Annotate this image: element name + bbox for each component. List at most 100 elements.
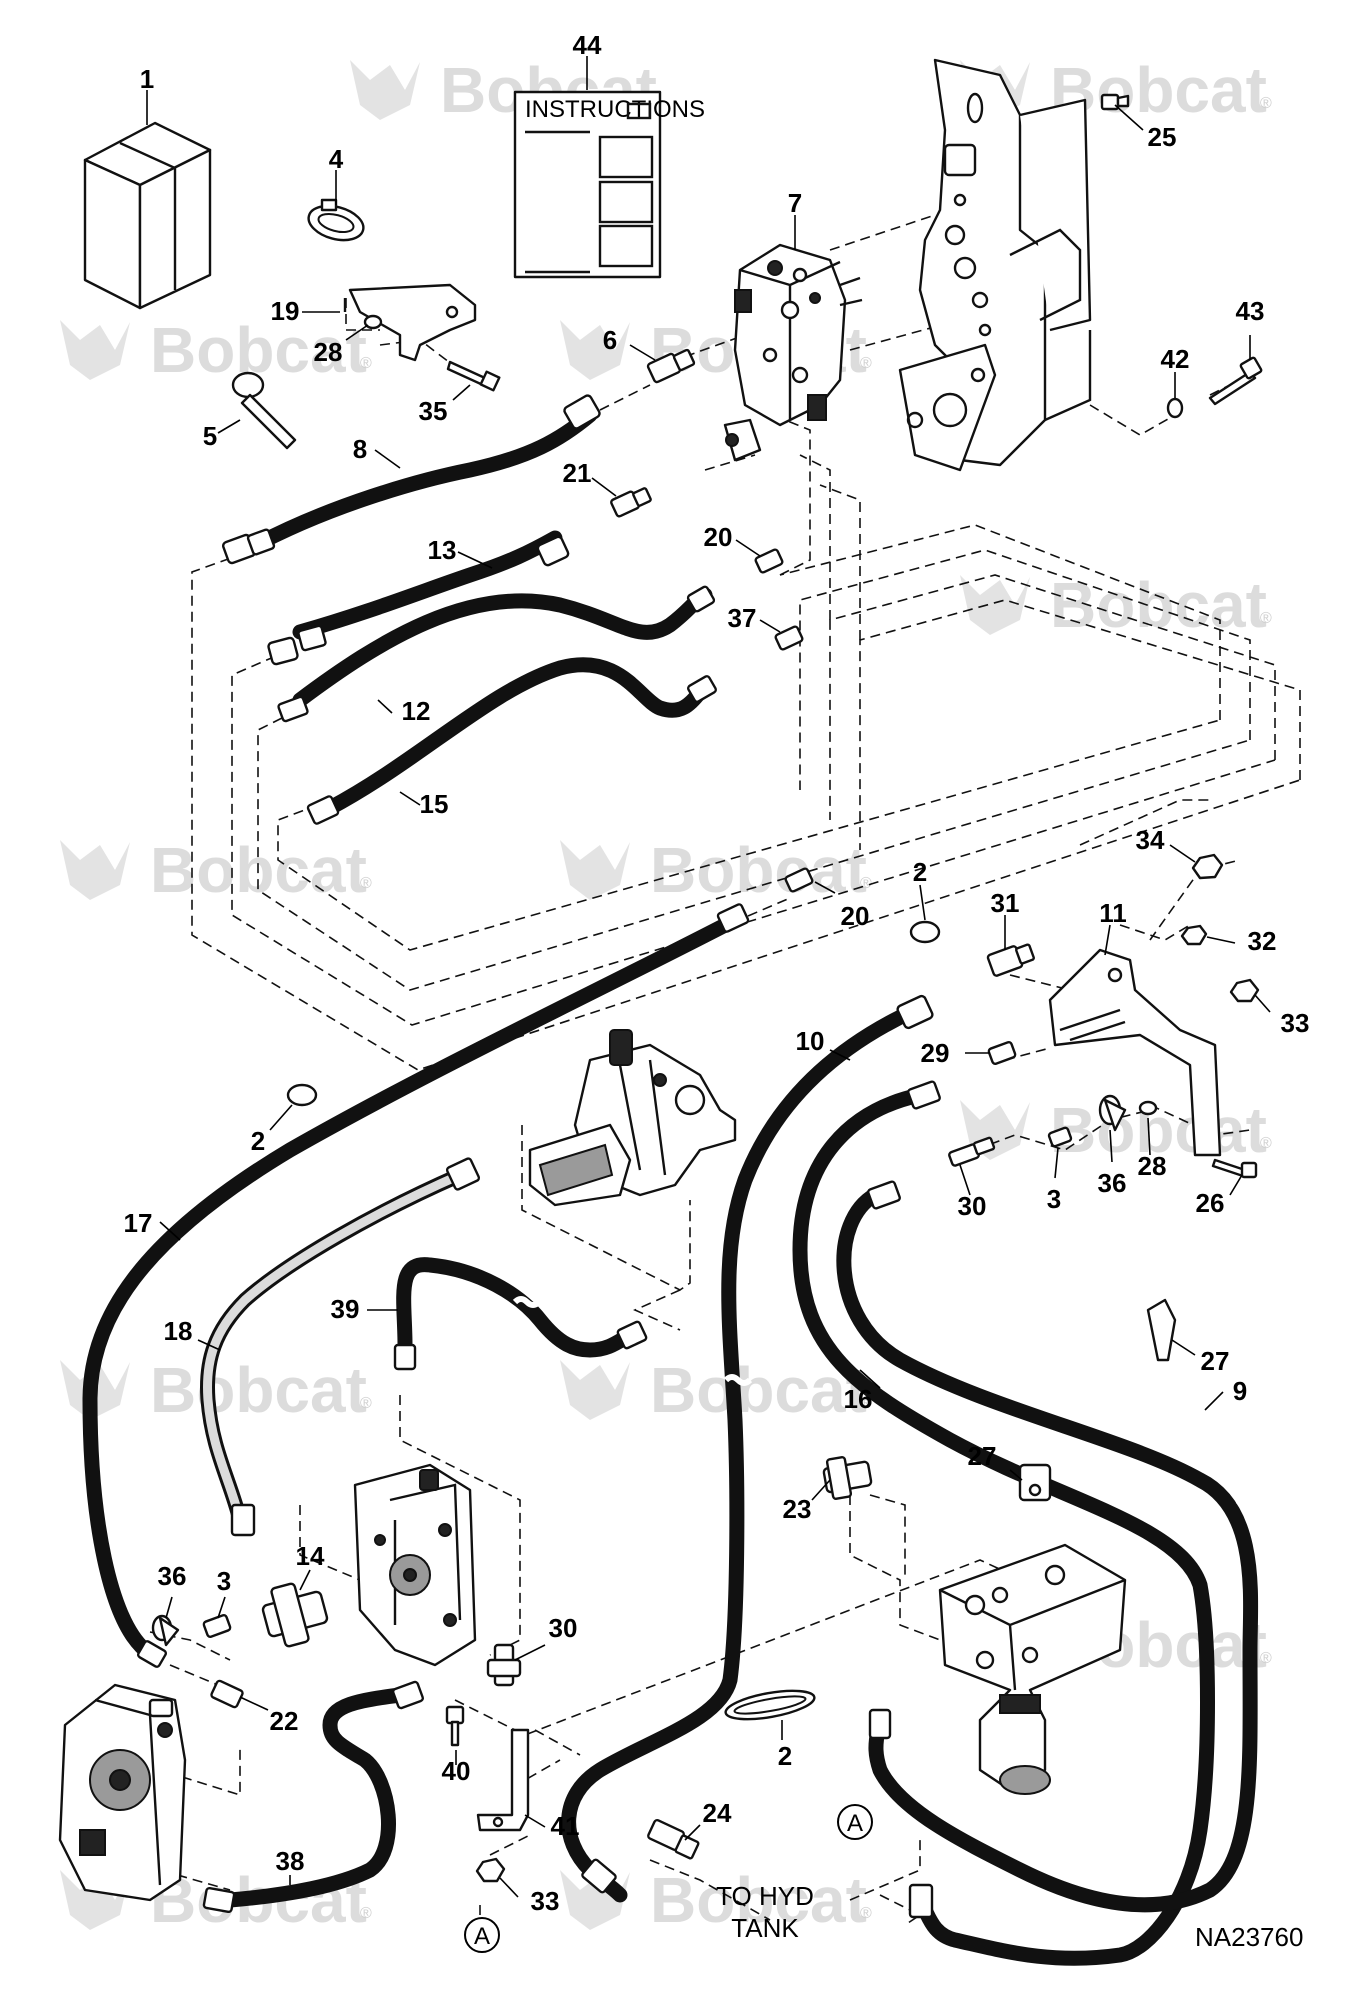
instructions-sheet: INSTRUCTIONS bbox=[513, 90, 705, 279]
clamp-27-upper bbox=[1146, 1298, 1177, 1362]
bobcat-logo-icon bbox=[560, 840, 630, 900]
steel-tube-18 bbox=[200, 1157, 481, 1537]
callout-label: 31 bbox=[991, 888, 1020, 918]
watermark-registered-mark: ® bbox=[360, 1395, 372, 1412]
nut-32 bbox=[1180, 924, 1208, 946]
bobcat-watermark: Bobcat® bbox=[560, 1354, 872, 1426]
hose-38 bbox=[222, 1687, 408, 1908]
callout-label: 30 bbox=[958, 1191, 987, 1221]
watermark-brand: Bobcat bbox=[1050, 569, 1267, 641]
bobcat-watermark: Bobcat® bbox=[60, 314, 372, 386]
washer-28-upper bbox=[363, 314, 383, 330]
watermark-registered-mark: ® bbox=[1260, 95, 1272, 112]
callout-label: 19 bbox=[271, 296, 300, 326]
callout-label: 33 bbox=[1281, 1008, 1310, 1038]
tee-fitting-14 bbox=[261, 1582, 329, 1648]
watermark-registered-mark: ® bbox=[360, 1905, 372, 1922]
watermark-registered-mark: ® bbox=[1260, 1135, 1272, 1152]
washer-42 bbox=[1166, 397, 1184, 419]
bolt-43 bbox=[1208, 356, 1263, 406]
watermark-brand: Bobcat bbox=[150, 314, 367, 386]
callout-label: 26 bbox=[1196, 1188, 1225, 1218]
watermark-brand: Bobcat bbox=[650, 834, 867, 906]
hose-clamp-4 bbox=[307, 198, 365, 242]
callout-label: 20 bbox=[704, 522, 733, 552]
bolt-40 bbox=[445, 1705, 465, 1747]
fitting-21 bbox=[610, 487, 652, 518]
watermark-layer: Bobcat®Bobcat®Bobcat®Bobcat®Bobcat®Bobca… bbox=[60, 54, 1272, 1936]
bobcat-logo-icon bbox=[60, 840, 130, 900]
connection-ref-label: A bbox=[847, 1810, 863, 1837]
nut-33-lower bbox=[475, 1857, 506, 1883]
callout-label: 28 bbox=[1138, 1151, 1167, 1181]
callout-label: 11 bbox=[1099, 898, 1127, 928]
clamp-2-mid bbox=[286, 1083, 318, 1107]
callout-label: 23 bbox=[783, 1494, 812, 1524]
hose-9 bbox=[836, 1187, 1259, 1913]
callout-label: 36 bbox=[1098, 1168, 1127, 1198]
callout-label: 4 bbox=[329, 144, 344, 174]
callout-label: 7 bbox=[788, 188, 802, 218]
fitting-22 bbox=[210, 1679, 244, 1709]
bobcat-watermark: Bobcat® bbox=[560, 1864, 872, 1936]
callout-label: 43 bbox=[1236, 296, 1265, 326]
fitting-3-lower bbox=[202, 1614, 232, 1638]
hose-15 bbox=[322, 657, 708, 816]
watermark-brand: Bobcat bbox=[150, 1354, 367, 1426]
fitting-20-upper bbox=[754, 548, 784, 574]
callout-label: 15 bbox=[420, 789, 449, 819]
nut-34 bbox=[1191, 853, 1224, 880]
callout-label: 38 bbox=[276, 1846, 305, 1876]
callout-label: 39 bbox=[331, 1294, 360, 1324]
bracket-41 bbox=[476, 1728, 530, 1832]
hoses bbox=[82, 407, 1265, 1966]
drawing-number: NA23760 bbox=[1195, 1922, 1303, 1952]
watermark-brand: Bobcat bbox=[1050, 1094, 1267, 1166]
callout-label: 18 bbox=[164, 1316, 193, 1346]
bobcat-watermark: Bobcat® bbox=[60, 834, 372, 906]
bolt-35 bbox=[446, 360, 501, 392]
bracket-19 bbox=[343, 283, 477, 362]
callout-label: 3 bbox=[217, 1566, 231, 1596]
hyd-tank-note-line1: TO HYD bbox=[716, 1881, 814, 1911]
bobcat-logo-icon bbox=[960, 575, 1030, 635]
hose-10 bbox=[561, 1002, 923, 1903]
cap-36-upper bbox=[1098, 1094, 1127, 1132]
steering-motor-assembly bbox=[528, 1029, 737, 1207]
callout-label: 44 bbox=[573, 30, 602, 60]
callout-label: 40 bbox=[442, 1756, 471, 1786]
bobcat-logo-icon bbox=[60, 320, 130, 380]
hose-12 bbox=[292, 587, 713, 708]
bobcat-logo-icon bbox=[60, 1870, 130, 1930]
hyd-tank-note: TO HYD TANK bbox=[716, 1881, 814, 1943]
callout-label: 2 bbox=[778, 1741, 792, 1771]
watermark-registered-mark: ® bbox=[1260, 610, 1272, 627]
callout-label: 29 bbox=[921, 1038, 950, 1068]
callout-label: 16 bbox=[844, 1384, 873, 1414]
callout-label: 13 bbox=[428, 535, 457, 565]
callout-label: 5 bbox=[203, 421, 217, 451]
mounting-plate bbox=[898, 58, 1092, 472]
watermark-registered-mark: ® bbox=[860, 1905, 872, 1922]
bobcat-logo-icon bbox=[350, 60, 420, 120]
fitting-30-lower bbox=[486, 1643, 522, 1687]
callout-label: 14 bbox=[296, 1541, 325, 1571]
washer-28-lower bbox=[1138, 1100, 1158, 1116]
watermark-registered-mark: ® bbox=[860, 1395, 872, 1412]
watermark-registered-mark: ® bbox=[1260, 1650, 1272, 1667]
callout-label: 21 bbox=[563, 458, 592, 488]
tie-strap-2-lower bbox=[724, 1689, 816, 1721]
callout-label: 20 bbox=[841, 901, 870, 931]
tee-fitting-23 bbox=[822, 1456, 873, 1500]
callout-label: 3 bbox=[1047, 1184, 1061, 1214]
bobcat-logo-icon bbox=[560, 1870, 630, 1930]
watermark-registered-mark: ® bbox=[860, 875, 872, 892]
callout-label: 30 bbox=[549, 1613, 578, 1643]
callout-label: 17 bbox=[124, 1208, 153, 1238]
fitting-37 bbox=[774, 625, 804, 651]
connection-ref-a-left: A bbox=[464, 1917, 500, 1953]
control-valve-7 bbox=[723, 243, 863, 462]
callout-label: 8 bbox=[353, 434, 367, 464]
